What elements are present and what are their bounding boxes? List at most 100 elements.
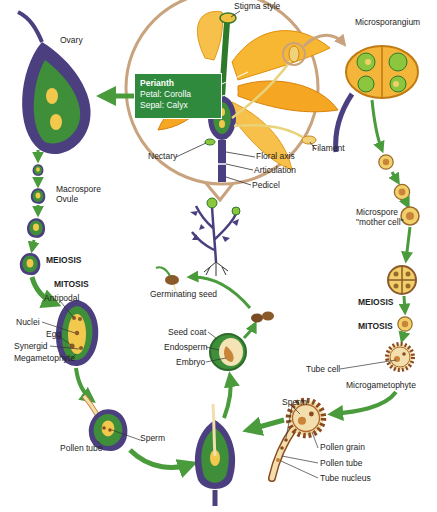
- pedicel-stem: [218, 140, 226, 182]
- cycle-arrow: [248, 420, 284, 430]
- zoom-arrow: [304, 35, 344, 46]
- cycle-arrow: [402, 333, 404, 340]
- part-label: Antipodal: [44, 294, 79, 304]
- plant-root: [204, 262, 228, 276]
- microspore-dot: [365, 59, 371, 65]
- part-label: Microgametophyte: [346, 381, 416, 391]
- box-heading: Perianth: [140, 78, 216, 89]
- tetrad: [388, 266, 416, 294]
- sprout: [156, 267, 170, 276]
- cycle-arrow: [76, 368, 92, 400]
- cycle-arrow: [332, 392, 396, 414]
- part-label: Nectary: [148, 152, 177, 162]
- mother-cell: [401, 207, 419, 225]
- part-label: Microspore "mother cell": [356, 208, 406, 227]
- stage-label: MITOSIS: [358, 322, 393, 332]
- cycle-arrow: [244, 324, 255, 338]
- leader-line: [340, 360, 396, 369]
- tetrad-nucleus: [394, 284, 399, 289]
- sperm-cell: [102, 426, 106, 430]
- pollen-sac: [390, 76, 406, 92]
- part-label: Seed coat: [168, 328, 206, 338]
- flower-bud: [207, 198, 217, 208]
- microsporangium-anther: [346, 46, 418, 98]
- style: [222, 22, 227, 100]
- microspore-stage: [398, 317, 412, 331]
- cycle-arrow: [102, 94, 134, 99]
- ovule-stage: [33, 164, 44, 176]
- cycle-arrow: [406, 202, 408, 206]
- microspore-stage: [394, 184, 409, 199]
- tetrad-nucleus: [406, 284, 411, 289]
- ovule: [219, 120, 225, 128]
- leader-line: [281, 406, 318, 478]
- ovary-tissue: [34, 60, 80, 143]
- box-text: Petal: Corolla: [140, 89, 216, 100]
- part-label: Ovary: [60, 36, 83, 46]
- petal: [238, 81, 338, 112]
- anther-septum: [381, 46, 383, 98]
- part-label: Microsporangium: [355, 18, 420, 28]
- microspore-stage: [379, 155, 393, 169]
- pollen-tube: [213, 404, 215, 456]
- pollen-sac: [357, 53, 375, 71]
- tetrad-division: [388, 266, 416, 294]
- plant-stem: [192, 206, 236, 262]
- box-text: Sepal: Calyx: [140, 100, 216, 111]
- ovule: [50, 114, 62, 130]
- seed-coat: [210, 334, 246, 370]
- part-label: Articulation: [254, 166, 296, 176]
- anther: [289, 46, 299, 62]
- part-label: Stigma style: [234, 2, 280, 12]
- endosperm: [219, 338, 243, 366]
- cycle-arrow: [404, 296, 405, 312]
- part-label: Pollen tube: [320, 459, 363, 469]
- part-label: Nuclei: [16, 318, 40, 328]
- tetrad-wall: [388, 266, 416, 294]
- leader-line: [98, 430, 140, 444]
- cycle-arrow: [372, 100, 382, 150]
- sperm-cell: [284, 438, 288, 442]
- microgametophyte-grain: [387, 344, 413, 370]
- part-label: Egg: [46, 330, 61, 340]
- plant-leaf: [190, 211, 239, 242]
- tube-nucleus-dot: [276, 458, 280, 462]
- part-label: Floral axis: [256, 152, 295, 162]
- pistil-stalk: [213, 490, 218, 506]
- part-label: Tube nucleus: [320, 474, 371, 484]
- ovule-stage: [20, 253, 41, 275]
- stigma: [220, 13, 236, 23]
- ovule-stage: [27, 218, 45, 238]
- leader-line: [206, 332, 226, 362]
- part-label: Macrospore Ovule: [56, 185, 106, 204]
- megametophyte-tissue: [62, 306, 92, 360]
- name-box: PerianthPetal: CorollaSepal: Calyx: [134, 73, 222, 119]
- part-label: Pollen tube: [60, 444, 103, 454]
- part-label: Megametophyte: [14, 354, 75, 364]
- filament-stalk: [234, 125, 304, 138]
- part-label: Germinating seed: [150, 290, 217, 300]
- seed: [251, 314, 263, 323]
- pollen-sac: [358, 76, 374, 92]
- cycle-arrow: [37, 205, 40, 214]
- flower-bud: [232, 207, 240, 215]
- stage-label: MEIOSIS: [46, 256, 81, 266]
- part-label: Pollen grain: [320, 443, 365, 453]
- part-label: Synergid: [14, 342, 48, 352]
- sperm-cell: [108, 428, 112, 432]
- polar-nuclei: [75, 331, 79, 335]
- petal: [197, 11, 222, 60]
- zoom-ring: [283, 43, 305, 65]
- tetrad-nucleus: [406, 272, 411, 277]
- seed: [262, 312, 274, 321]
- part-label: Filament: [312, 144, 345, 154]
- stage-label: MITOSIS: [54, 280, 89, 290]
- cycle-arrow: [406, 227, 410, 260]
- part-label: Sperm: [282, 398, 307, 408]
- cycle-arrow: [37, 177, 40, 185]
- ovary-stalk: [18, 12, 42, 42]
- part-label: Tube cell: [306, 365, 340, 375]
- part-label: Pedicel: [252, 181, 280, 191]
- tetrad-nucleus: [394, 272, 399, 277]
